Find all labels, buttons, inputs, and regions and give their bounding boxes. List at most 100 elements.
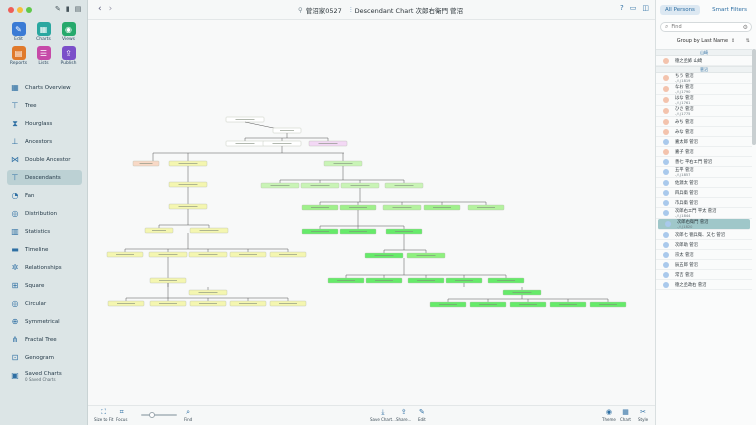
person-box[interactable] [323,160,363,167]
person-row[interactable]: なお 菅沼-八(1790 [656,84,752,95]
person-box[interactable] [149,300,187,307]
person-box[interactable] [144,227,174,234]
sidebar-item-statistics[interactable]: ▥Statistics [7,224,82,239]
person-row[interactable]: 次郎右衛門 菅沼-八(1820 [658,219,750,230]
person-search-input[interactable] [671,24,742,30]
person-box[interactable] [445,277,483,284]
person-box[interactable] [423,204,461,211]
person-box[interactable] [168,181,208,188]
sidebar-item-square[interactable]: ⊞Square [7,278,82,293]
person-box[interactable] [300,182,340,189]
person-box[interactable] [189,300,227,307]
person-box[interactable] [502,289,542,296]
person-box[interactable] [269,251,307,258]
person-box[interactable] [509,301,547,308]
sidebar-item-tree[interactable]: ⊤Tree [7,98,82,113]
save-chart-button[interactable]: ⤓ Save Chart... [370,408,396,422]
person-box[interactable] [301,204,339,211]
person-box[interactable] [262,140,302,147]
tool-views-button[interactable]: ◉ Views [56,22,81,42]
close-window-button[interactable] [8,7,14,13]
search-options-icon[interactable]: ⚙ [742,23,748,31]
person-box[interactable] [339,228,377,235]
person-row[interactable]: 四兵衛 菅沼 [656,188,752,198]
size-to-fit-button[interactable]: ⛶ Size to Fit [94,408,113,422]
sidebar-item-descendants[interactable]: ⊤Descendants [7,170,82,185]
person-box[interactable] [168,160,208,167]
find-button[interactable]: ⌕ Find [184,408,192,422]
person-row[interactable]: 次郎助 菅沼 [656,240,752,250]
zoom-slider[interactable] [141,412,177,418]
person-box[interactable] [107,300,145,307]
tab-smart-filters[interactable]: Smart Filters [712,7,747,13]
focus-button[interactable]: ⌗ Focus [116,408,127,422]
zoom-slider-knob[interactable] [148,412,155,418]
sidebar-item-relationships[interactable]: ✲Relationships [7,260,82,275]
chart-settings-button[interactable]: ▦ Chart [620,408,631,422]
person-box[interactable] [382,204,422,211]
person-box[interactable] [340,182,380,189]
persons-list-scrollbar[interactable] [752,49,756,145]
person-box[interactable] [467,204,505,211]
person-box[interactable] [308,140,348,147]
person-box[interactable] [260,182,300,189]
person-box[interactable] [487,277,525,284]
person-box[interactable] [188,289,228,296]
sidebar-item-hourglass[interactable]: ⧗Hourglass [7,116,82,131]
style-button[interactable]: ✂ Style [638,408,648,422]
tab-all-persons[interactable]: All Persons [660,5,700,15]
descendant-tree[interactable] [88,20,655,405]
person-box[interactable] [301,228,339,235]
person-box[interactable] [549,301,587,308]
person-box[interactable] [189,227,229,234]
person-row[interactable]: 佐源太 菅沼 [656,178,752,188]
person-box[interactable] [148,251,188,258]
group-by-select[interactable]: Group by Last Name ⇕ ⇅ [660,36,752,46]
sidebar-item-fractal-tree[interactable]: ⋔Fractal Tree [7,332,82,347]
person-row[interactable]: 善七 平右エ門 菅沼 [656,157,752,167]
bookmark-icon[interactable]: ▮ [65,5,70,13]
pin-icon[interactable]: ✎ [55,5,61,13]
sidebar-item-circular[interactable]: ◎Circular [7,296,82,311]
help-icon[interactable]: ? [620,4,624,12]
root-person-box[interactable] [225,116,265,123]
forward-icon[interactable]: › [108,4,113,14]
person-row[interactable]: 辰五郎 菅沼 [656,260,752,270]
person-box[interactable] [406,252,446,259]
person-row[interactable]: 徳之丞姉 山崎 [656,56,752,66]
person-box[interactable] [225,140,265,147]
tool-lists-button[interactable]: ☰ Lists [31,46,56,66]
person-box[interactable] [385,228,423,235]
person-row[interactable]: 常吉 菅沼 [656,270,752,280]
edit-chart-button[interactable]: ✎ Edit [418,408,426,422]
person-box[interactable] [469,301,507,308]
sidebar-toggle-icon[interactable]: ▤ [74,5,82,13]
chart-canvas[interactable] [88,20,655,405]
zoom-window-button[interactable] [26,7,32,13]
window-layout-icon[interactable]: ▭ [629,4,637,12]
person-row[interactable]: 次郎七 徳兵衛、又七 菅沼 [656,230,752,240]
person-box[interactable] [106,251,144,258]
sidebar-item-distribution[interactable]: ◎Distribution [7,206,82,221]
person-row[interactable]: 次郎右エ門 平太 菅沼-八(1844 [656,208,752,219]
sidebar-item-timeline[interactable]: ▬Timeline [7,242,82,257]
theme-button[interactable]: ◉ Theme [602,408,616,422]
person-row[interactable]: 徳之丞政右 菅沼 [656,280,752,290]
person-row[interactable]: みな 菅沼 [656,127,752,137]
person-box[interactable] [384,182,424,189]
person-row[interactable]: 五平 菅沼-八(1857 [656,167,752,178]
person-box[interactable] [132,160,160,167]
back-icon[interactable]: ‹ [98,4,102,14]
minimize-window-button[interactable] [17,7,23,13]
person-box[interactable] [229,300,267,307]
person-row[interactable]: ひさ 菅沼-八(1775 [656,106,752,117]
person-row[interactable]: ちう 菅沼-八(1819 [656,73,752,84]
tool-reports-button[interactable]: ▤ Reports [6,46,31,66]
person-box[interactable] [327,277,365,284]
person-box[interactable] [589,301,627,308]
tool-charts-button[interactable]: ▦ Charts [31,22,56,42]
share-button[interactable]: ⇪ Share... [396,408,411,422]
person-box[interactable] [364,252,404,259]
person-box[interactable] [269,300,307,307]
